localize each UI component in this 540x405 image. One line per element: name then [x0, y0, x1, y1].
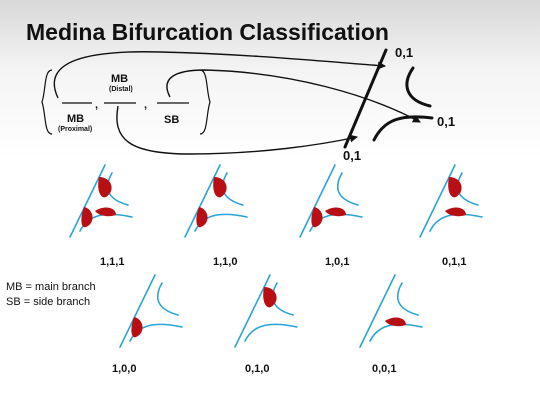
- case-icon: 1,1,1: [69, 164, 133, 268]
- mb-proximal-sublabel: (Proximal): [58, 126, 92, 133]
- plaque-proximal: [196, 207, 208, 228]
- plaque-distal: [448, 177, 462, 198]
- case-label: 1,0,0: [112, 363, 136, 375]
- main-vessel-line: [184, 164, 221, 238]
- arrow-distal: [53, 51, 386, 99]
- side-branch-upper: [156, 282, 179, 316]
- mb-proximal-label: MB: [67, 113, 84, 125]
- side-branch-lower: [129, 323, 183, 342]
- hl-side-lower: [372, 115, 434, 142]
- main-vessel-line: [359, 274, 396, 348]
- side-branch-lower: [244, 323, 298, 342]
- mapping-arrows: [53, 51, 421, 155]
- case-label: 1,1,0: [213, 256, 237, 268]
- side-branch-lower: [79, 213, 133, 232]
- plaque-proximal: [81, 207, 93, 228]
- main-vessel-line: [234, 274, 271, 348]
- side-branch-lower: [369, 323, 423, 342]
- legend: MB = main branch SB = side branch: [6, 281, 96, 308]
- notation-group: , , MB (Distal) MB (Proximal) SB: [41, 69, 211, 135]
- plaque-side: [95, 207, 116, 217]
- mb-distal-label: MB: [111, 73, 128, 85]
- case-icon: 1,0,1: [299, 164, 363, 268]
- case-label: 1,0,1: [325, 256, 349, 268]
- right-brace: [199, 69, 211, 135]
- case-label: 1,1,1: [100, 256, 124, 268]
- hl-label-side: 0,1: [437, 114, 455, 129]
- case-icon: 1,0,0: [112, 274, 183, 375]
- case-icon: 0,1,1: [419, 164, 483, 268]
- side-branch-lower: [309, 213, 363, 232]
- arrow-proximal: [116, 105, 358, 155]
- case-icon: 0,0,1: [359, 274, 423, 375]
- plaque-distal: [263, 287, 277, 308]
- plaque-side: [385, 317, 406, 327]
- highlight-bifurcation: 0,1 0,1 0,1: [343, 45, 455, 163]
- mb-distal-sublabel: (Distal): [109, 86, 133, 93]
- hl-side-upper: [405, 66, 432, 108]
- main-vessel-line: [299, 164, 336, 238]
- side-branch-lower: [429, 213, 483, 232]
- main-vessel-line: [69, 164, 106, 238]
- main-vessel-line: [419, 164, 456, 238]
- plaque-distal: [213, 177, 227, 198]
- side-branch-upper: [336, 172, 359, 206]
- case-icon: 0,1,0: [234, 274, 298, 375]
- legend-mb: MB = main branch: [6, 281, 96, 293]
- hl-label-proximal: 0,1: [343, 148, 361, 163]
- plaque-side: [445, 207, 466, 217]
- side-branch-upper: [396, 282, 419, 316]
- left-brace: [41, 69, 53, 135]
- plaque-side: [325, 207, 346, 217]
- case-icon: 1,1,0: [184, 164, 248, 268]
- case-label: 0,1,1: [442, 256, 466, 268]
- arrow-side: [166, 69, 421, 123]
- main-vessel-line: [119, 274, 156, 348]
- hl-label-distal: 0,1: [395, 45, 413, 60]
- notation-comma-1: ,: [95, 99, 98, 111]
- case-label: 0,1,0: [245, 363, 269, 375]
- plaque-proximal: [311, 207, 323, 228]
- case-label: 0,0,1: [372, 363, 396, 375]
- legend-sb: SB = side branch: [6, 296, 90, 308]
- sb-label: SB: [164, 114, 179, 126]
- plaque-proximal: [131, 317, 143, 338]
- plaque-distal: [98, 177, 112, 198]
- side-branch-lower: [194, 213, 248, 232]
- notation-comma-2: ,: [144, 99, 147, 111]
- hl-main-vessel: [343, 48, 388, 149]
- page-title: Medina Bifurcation Classification: [26, 19, 389, 45]
- case-grid: 1,1,1 1,1,0 1,0,1 0,1,1 1,0,0 0,1,0 0,0,1: [69, 164, 483, 375]
